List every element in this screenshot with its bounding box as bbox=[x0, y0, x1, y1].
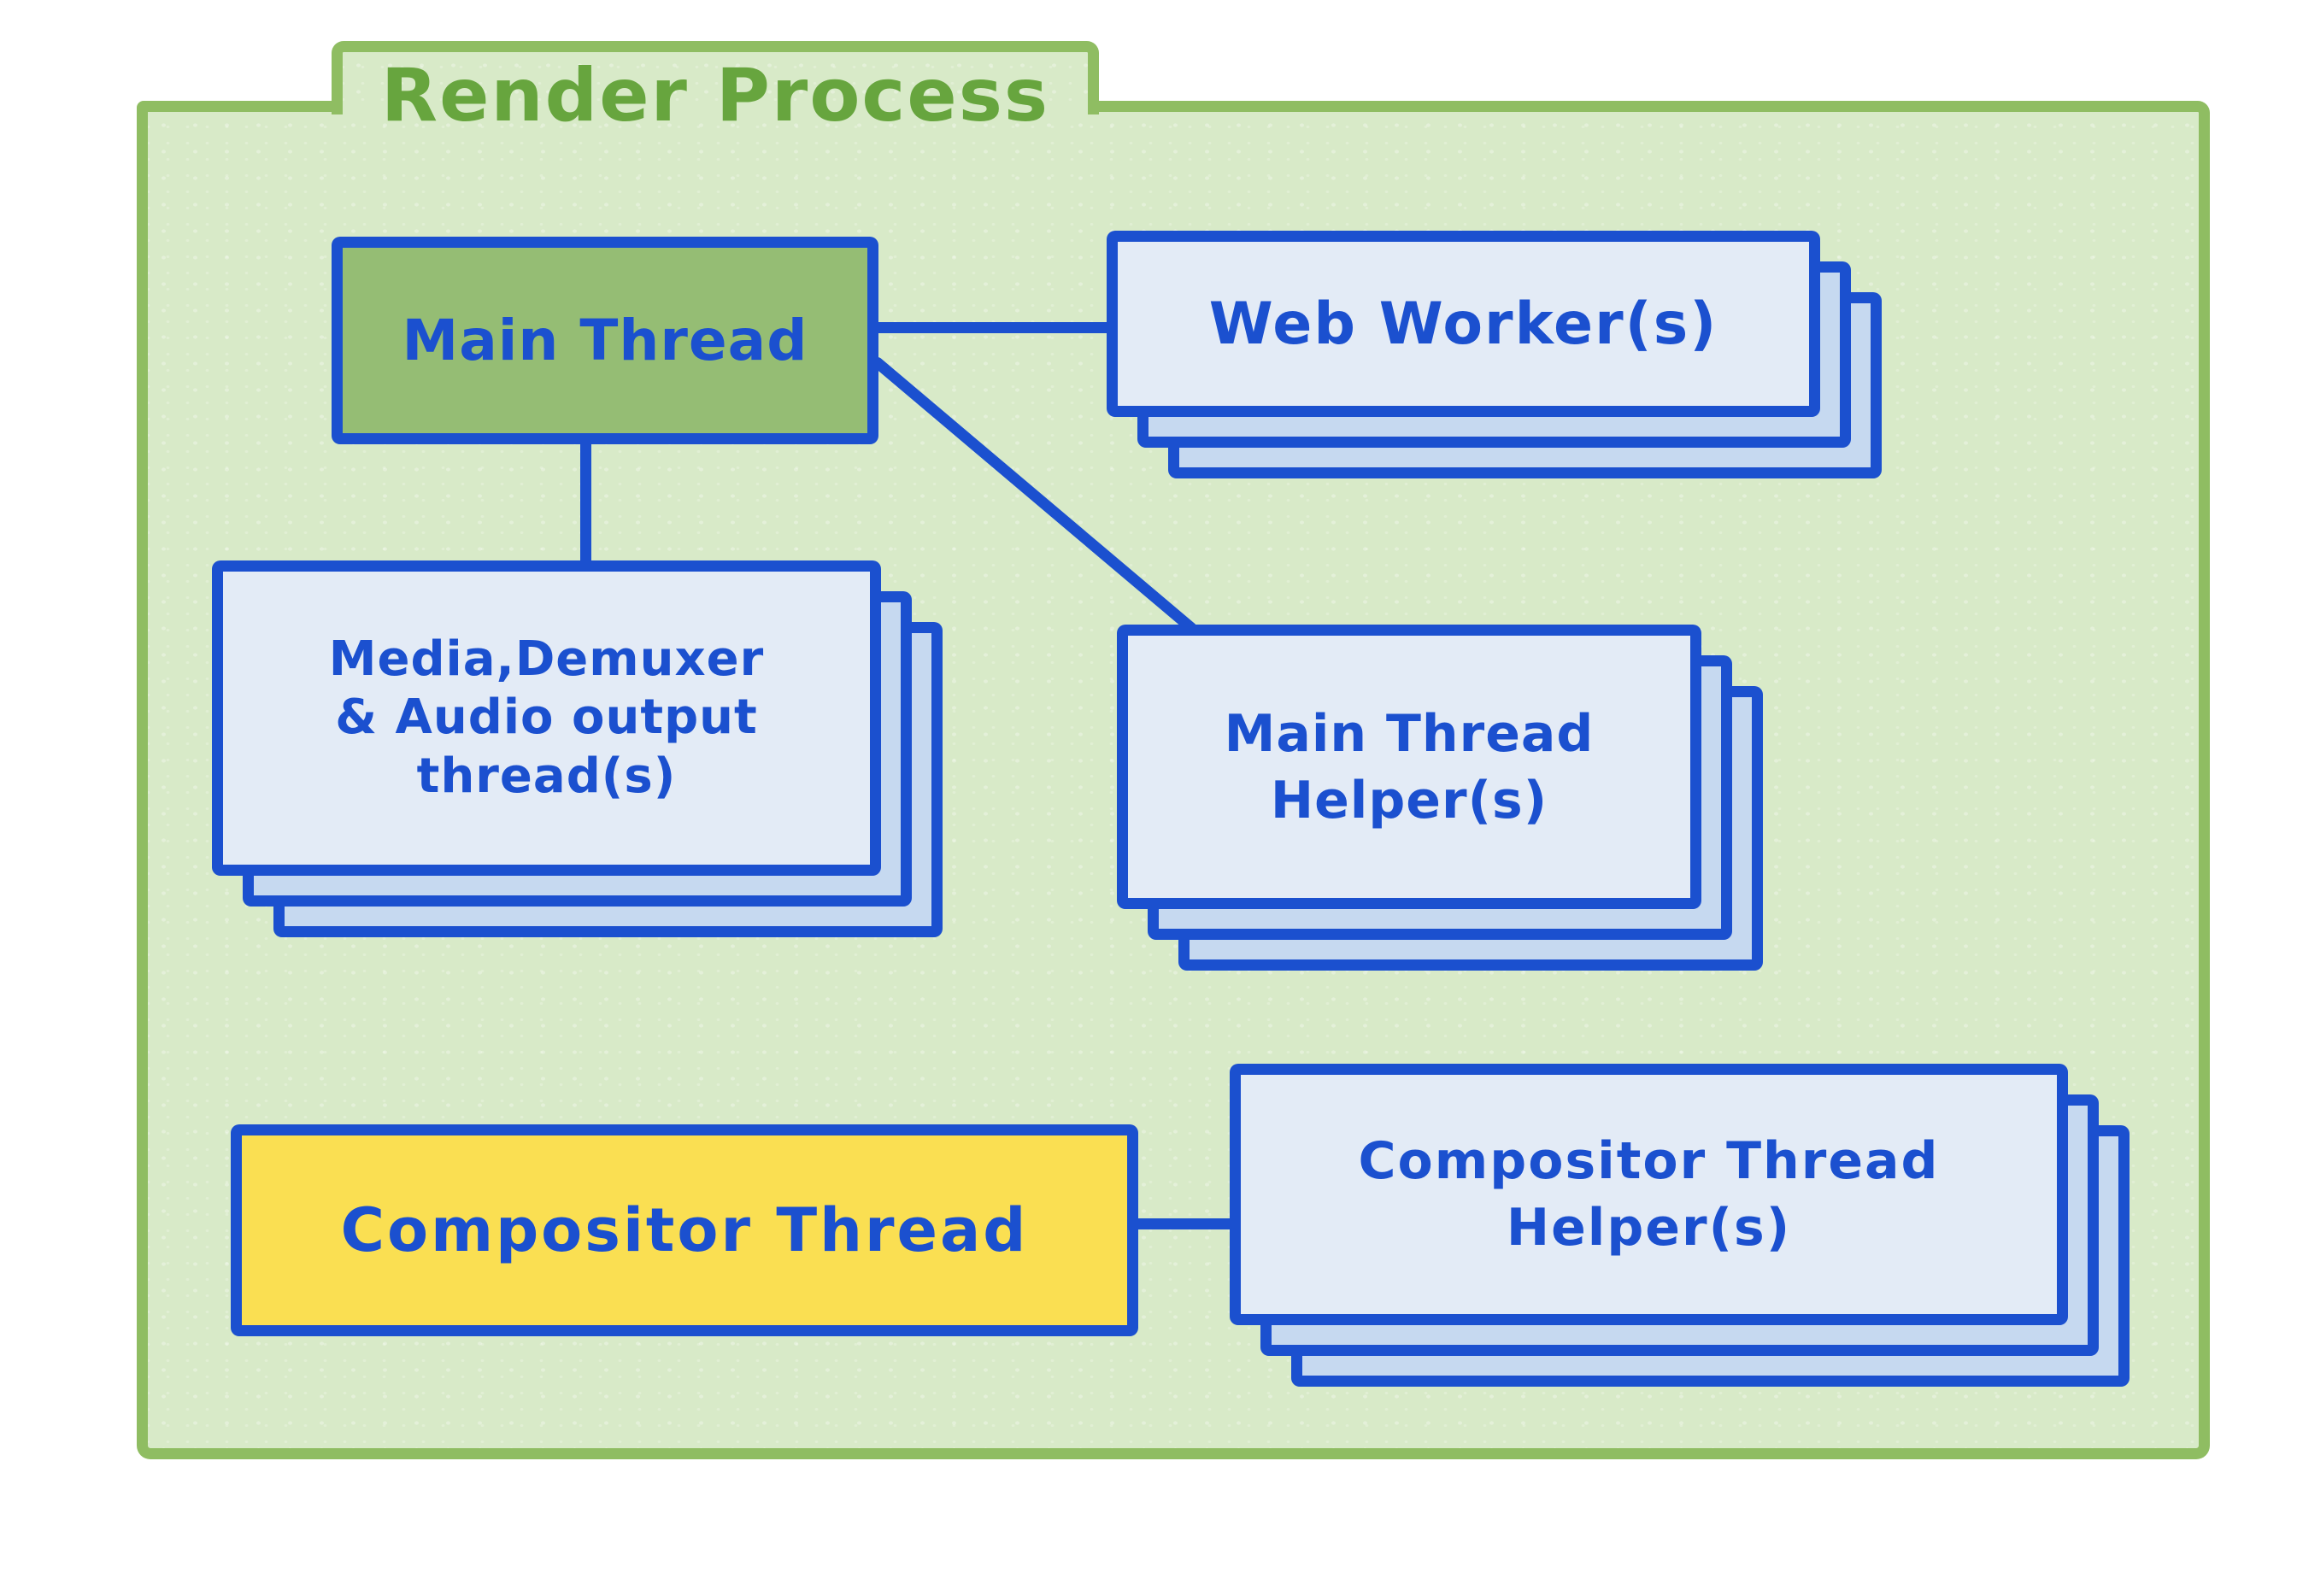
media-threads-label-line-2: & Audio output bbox=[335, 689, 758, 746]
main-thread-helpers-face: Main Thread Helper(s) bbox=[1117, 625, 1701, 909]
media-threads-label-line-1: Media,Demuxer bbox=[328, 631, 765, 688]
compositor-helpers-label-line-2: Helper(s) bbox=[1506, 1198, 1792, 1258]
edge-main-thread-to-web-workers bbox=[873, 322, 1113, 333]
edge-compositor-thread-to-compositor-helpers bbox=[1133, 1218, 1236, 1229]
node-main-thread-helpers: Main Thread Helper(s) bbox=[1117, 625, 1763, 971]
compositor-thread-label: Compositor Thread bbox=[340, 1195, 1029, 1265]
node-compositor-thread: Compositor Thread bbox=[231, 1124, 1138, 1336]
compositor-helpers-face: Compositor Thread Helper(s) bbox=[1230, 1064, 2068, 1325]
diagram-title: Render Process bbox=[380, 53, 1050, 138]
media-threads-face: Media,Demuxer & Audio output thread(s) bbox=[212, 560, 881, 876]
compositor-helpers-label-line-1: Compositor Thread bbox=[1358, 1131, 1940, 1191]
main-thread-label: Main Thread bbox=[402, 308, 808, 373]
web-workers-label: Web Worker(s) bbox=[1208, 290, 1718, 358]
media-threads-label-line-3: thread(s) bbox=[416, 748, 677, 804]
node-media-threads: Media,Demuxer & Audio output thread(s) bbox=[212, 560, 943, 937]
folder-tab: Render Process bbox=[332, 41, 1099, 132]
main-thread-helpers-label-line-1: Main Thread bbox=[1224, 703, 1595, 764]
node-web-workers: Web Worker(s) bbox=[1107, 231, 1882, 478]
edge-main-thread-to-media-threads bbox=[580, 436, 591, 566]
main-thread-helpers-label-line-2: Helper(s) bbox=[1270, 770, 1548, 830]
web-workers-face: Web Worker(s) bbox=[1107, 231, 1820, 417]
node-compositor-helpers: Compositor Thread Helper(s) bbox=[1230, 1064, 2130, 1387]
node-main-thread: Main Thread bbox=[332, 237, 878, 444]
